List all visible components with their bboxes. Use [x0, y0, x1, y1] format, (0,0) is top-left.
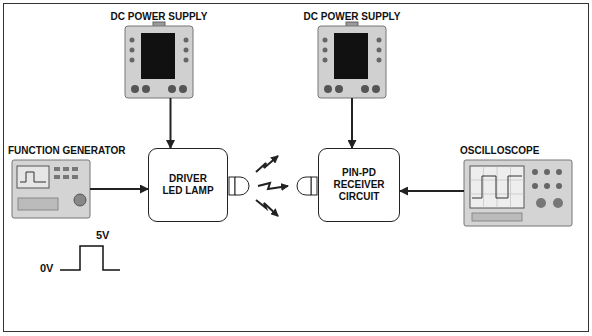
equipment-label: DC POWER SUPPLY — [111, 11, 208, 23]
oscilloscope-picture — [464, 160, 572, 226]
process-box: PIN-PD RECEIVER CIRCUIT — [318, 148, 400, 222]
power-supply: DC POWER SUPPLY — [318, 26, 386, 98]
function-generator: FUNCTION GENERATOR — [12, 160, 90, 218]
arrow-connector — [90, 188, 148, 190]
arrow-connector — [170, 98, 172, 148]
led-symbol — [229, 177, 249, 195]
voltage-label: 0V — [40, 262, 53, 274]
power-supply-picture — [125, 22, 193, 98]
photodiode-symbol — [297, 177, 317, 195]
arrow-connector — [351, 98, 353, 148]
process-box: DRIVER LED LAMP — [148, 148, 228, 222]
pulse-waveform — [60, 246, 120, 270]
frame — [4, 4, 589, 332]
box-label: DRIVER LED LAMP — [161, 173, 215, 197]
power-supply-picture — [318, 22, 386, 98]
oscilloscope: OSCILLOSCOPE — [464, 160, 572, 226]
box-label: PIN-PD RECEIVER CIRCUIT — [332, 167, 386, 203]
function-generator-picture — [12, 160, 90, 218]
voltage-label: 5V — [96, 229, 109, 241]
equipment-label: OSCILLOSCOPE — [460, 145, 539, 157]
power-supply: DC POWER SUPPLY — [125, 26, 193, 98]
light-ray — [256, 156, 288, 216]
arrow-connector — [400, 190, 464, 192]
equipment-label: DC POWER SUPPLY — [304, 11, 401, 23]
equipment-label: FUNCTION GENERATOR — [8, 145, 125, 157]
